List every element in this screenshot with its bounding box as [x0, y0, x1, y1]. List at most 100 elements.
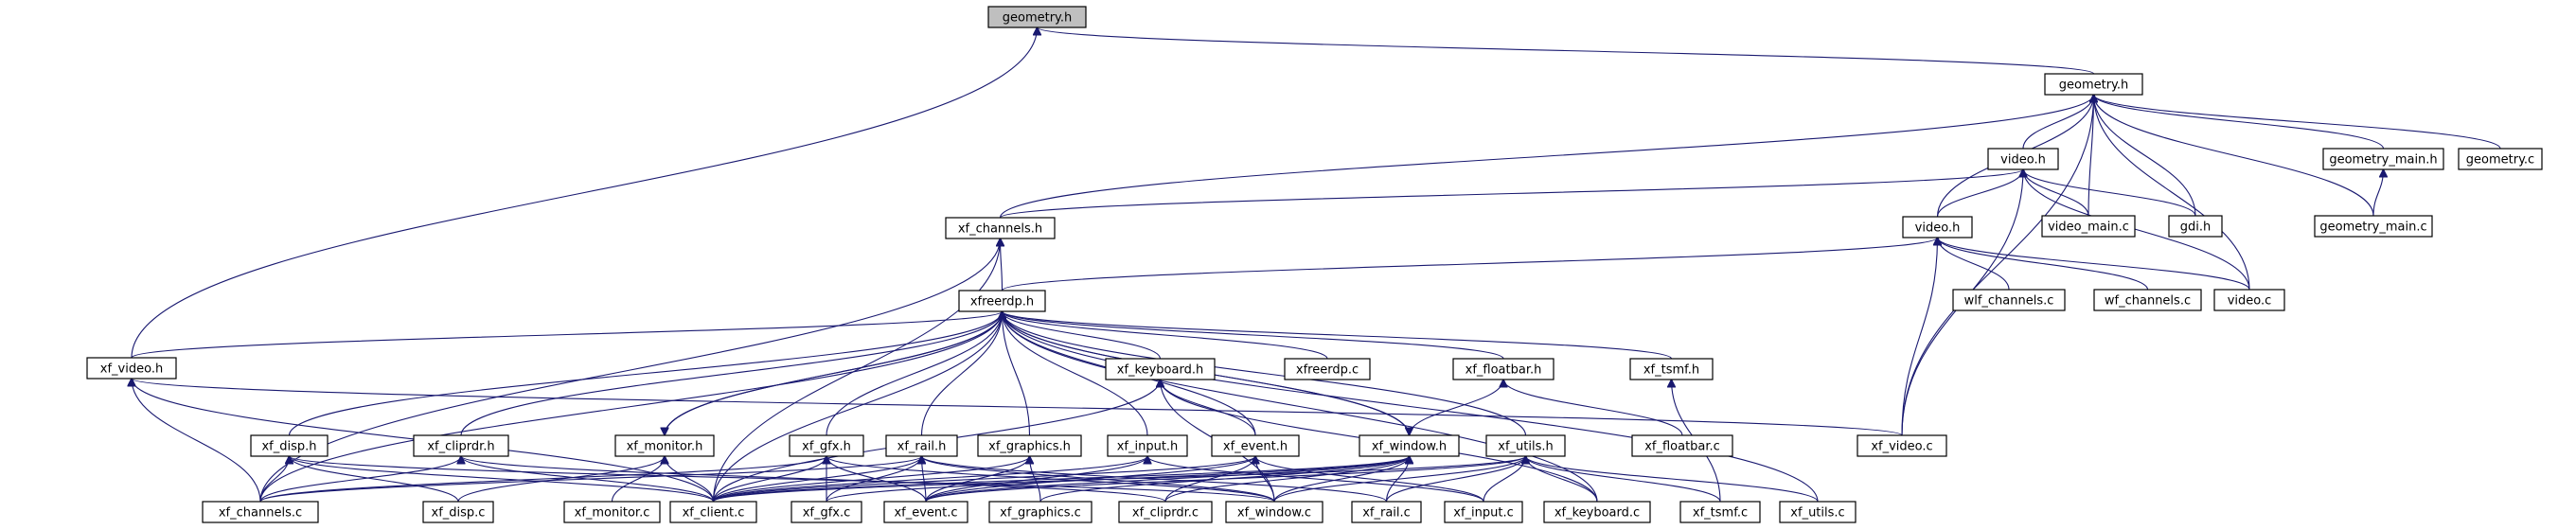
node-xf-tsmf-c[interactable]: xf_tsmf.c [1679, 501, 1761, 523]
edge-geometry-main-c-to-geometry-main-h [2372, 169, 2384, 217]
edge-xf-client-c-to-xf-rail-h [712, 456, 922, 503]
edge-geometry-h-2-to-geometry-h-1 [1038, 27, 2095, 75]
node-label: xf_channels.c [219, 506, 302, 521]
node-label: xf_rail.h [897, 440, 947, 454]
node-xf-event-c[interactable]: xf_event.c [883, 501, 968, 523]
node-video-c[interactable]: video.c [2213, 289, 2285, 311]
edge-xf-channels-c-to-xf-channels-h [259, 238, 1001, 503]
node-label: xf_input.h [1117, 440, 1179, 454]
edge-gdi-h-to-video-h-1 [2023, 169, 2196, 217]
edge-xf-event-h-to-xf-keyboard-h [1161, 380, 1256, 436]
node-xf-floatbar-h[interactable]: xf_floatbar.h [1452, 358, 1554, 380]
edge-xf-disp-c-to-xf-disp-h [290, 456, 459, 503]
node-xf-channels-c[interactable]: xf_channels.c [202, 501, 319, 523]
node-xf-client-c[interactable]: xf_client.c [669, 501, 757, 523]
node-label: xf_window.c [1237, 506, 1311, 521]
edge-xf-window-c-to-xf-window-h [1273, 456, 1410, 503]
edge-xf-floatbar-c-to-xf-floatbar-h [1503, 380, 1683, 436]
node-xf-graphics-h[interactable]: xf_graphics.h [977, 434, 1082, 457]
node-label: xf_graphics.h [988, 440, 1071, 454]
edge-xf-gfx-h-to-xfreerdp-h [826, 311, 1003, 436]
node-xf-video-h[interactable]: xf_video.h [86, 357, 177, 380]
node-xf-window-c[interactable]: xf_window.c [1225, 501, 1324, 523]
edge-xf-client-c-to-xf-window-h [712, 456, 1410, 503]
edge-xf-input-h-to-xfreerdp-h [1003, 311, 1148, 436]
node-label: xf_gfx.h [802, 440, 851, 454]
node-xf-event-h[interactable]: xf_event.h [1211, 434, 1300, 457]
node-xf-video-c[interactable]: xf_video.c [1856, 434, 1947, 457]
node-xf-monitor-h[interactable]: xf_monitor.h [614, 434, 715, 457]
node-label: xf_disp.c [432, 506, 486, 521]
edge-layer [131, 27, 2501, 503]
edge-xf-window-c-to-xf-utils-h [1273, 456, 1526, 503]
node-wf-channels-c[interactable]: wf_channels.c [2093, 289, 2202, 311]
edge-xf-window-c-to-xf-disp-h [290, 456, 1275, 503]
node-label: xf_gfx.c [803, 506, 851, 521]
edge-gdi-h-to-geometry-h-2 [2094, 95, 2196, 217]
node-video-h-2[interactable]: video.h [1902, 216, 1973, 238]
node-xfreerdp-c[interactable]: xfreerdp.c [1284, 358, 1371, 380]
node-xf-floatbar-c[interactable]: xf_floatbar.c [1631, 434, 1733, 457]
node-label: video_main.c [2048, 221, 2129, 235]
edge-xf-cliprdr-c-to-xf-window-h [1164, 456, 1410, 503]
edge-xf-rail-c-to-xf-rail-h [922, 456, 1388, 503]
edge-xf-video-h-to-geometry-h-1 [131, 27, 1038, 359]
edge-video-c-to-geometry-h-2 [2094, 95, 2250, 291]
node-label: geometry.h [1003, 11, 1073, 26]
edge-xf-floatbar-h-to-xfreerdp-h [1003, 311, 1504, 360]
node-xf-monitor-c[interactable]: xf_monitor.c [563, 501, 661, 523]
node-xf-channels-h[interactable]: xf_channels.h [945, 217, 1056, 239]
node-geometry-h-2[interactable]: geometry.h [2044, 73, 2143, 96]
edge-xf-client-c-to-xf-event-h [712, 456, 1256, 503]
node-xf-keyboard-h[interactable]: xf_keyboard.h [1105, 358, 1216, 380]
node-label: xf_cliprdr.c [1132, 506, 1199, 521]
node-geometry-main-c[interactable]: geometry_main.c [2314, 215, 2433, 238]
node-xf-disp-c[interactable]: xf_disp.c [422, 501, 494, 523]
node-xf-cliprdr-h[interactable]: xf_cliprdr.h [413, 434, 509, 457]
node-label: xf_disp.h [261, 440, 316, 454]
node-xf-rail-c[interactable]: xf_rail.c [1351, 501, 1422, 523]
node-label: wf_channels.c [2105, 294, 2191, 309]
node-xf-gfx-c[interactable]: xf_gfx.c [791, 501, 862, 523]
node-xf-cliprdr-c[interactable]: xf_cliprdr.c [1118, 501, 1213, 523]
node-video-h-1[interactable]: video.h [1987, 148, 2059, 170]
node-label: video.c [2228, 294, 2272, 309]
node-geometry-h-1[interactable]: geometry.h [987, 6, 1087, 28]
edge-xf-video-c-to-video-h-2 [1901, 238, 1938, 436]
node-xf-utils-h[interactable]: xf_utils.h [1485, 434, 1566, 457]
node-wlf-channels-c[interactable]: wlf_channels.c [1952, 289, 2066, 311]
node-geometry-main-h[interactable]: geometry_main.h [2322, 148, 2444, 170]
edge-xf-channels-c-to-xf-gfx-h [259, 456, 826, 503]
edge-xf-input-c-to-xf-input-h [1147, 456, 1484, 503]
edge-xf-client-c-to-xf-gfx-h [712, 456, 827, 503]
node-video-main-c[interactable]: video_main.c [2041, 215, 2136, 238]
node-xf-input-c[interactable]: xf_input.c [1444, 501, 1523, 523]
node-xfreerdp-h[interactable]: xfreerdp.h [958, 290, 1046, 312]
node-xf-window-h[interactable]: xf_window.h [1359, 434, 1460, 457]
node-label: gdi.h [2180, 221, 2212, 235]
edge-geometry-c-to-geometry-h-2 [2094, 95, 2501, 150]
node-label: xf_event.c [894, 506, 957, 521]
edge-xf-channels-c-to-xfreerdp-h [259, 311, 1003, 503]
node-label: xf_tsmf.h [1643, 363, 1699, 378]
node-xf-gfx-h[interactable]: xf_gfx.h [789, 434, 864, 457]
node-xf-keyboard-c[interactable]: xf_keyboard.c [1543, 501, 1651, 523]
node-xf-input-h[interactable]: xf_input.h [1107, 434, 1188, 457]
node-label: xf_window.h [1372, 440, 1447, 454]
node-label: geometry.h [2059, 79, 2129, 93]
edge-xfreerdp-c-to-xfreerdp-h [1003, 311, 1328, 360]
node-xf-rail-h[interactable]: xf_rail.h [885, 434, 958, 457]
node-xf-graphics-c[interactable]: xf_graphics.c [988, 501, 1093, 523]
node-label: xf_event.h [1223, 440, 1288, 454]
edge-xf-channels-c-to-xf-video-h [132, 379, 261, 503]
node-layer: geometry.h geometry.h xf_video.h video.h geo… [86, 6, 2543, 523]
node-label: xf_graphics.c [1000, 506, 1081, 521]
node-geometry-c[interactable]: geometry.c [2458, 148, 2543, 170]
node-gdi-h[interactable]: gdi.h [2168, 215, 2223, 238]
node-label: xf_cliprdr.h [427, 440, 494, 454]
node-xf-utils-c[interactable]: xf_utils.c [1779, 501, 1856, 523]
node-xf-disp-h[interactable]: xf_disp.h [250, 434, 329, 457]
node-xf-tsmf-h[interactable]: xf_tsmf.h [1629, 358, 1714, 380]
node-label: xf_video.c [1871, 440, 1932, 454]
